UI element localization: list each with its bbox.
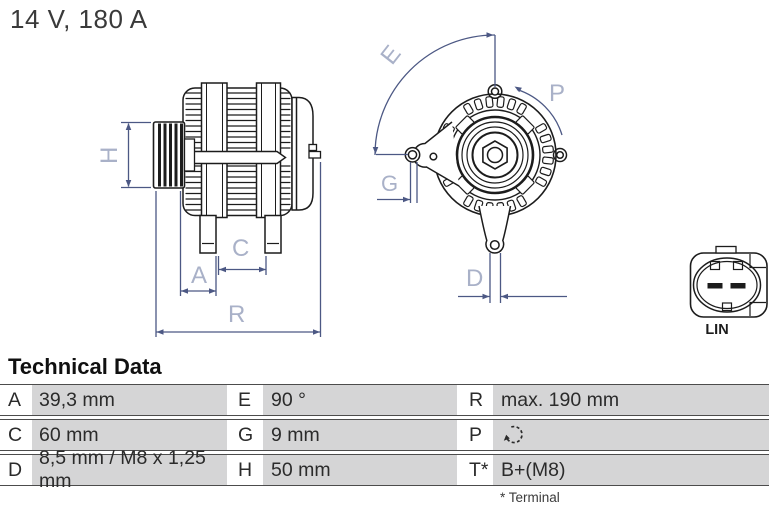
rotation-direction-icon [503, 425, 523, 444]
front-view-dimension-labels: E G P D [375, 40, 565, 292]
rotation-P-arc [516, 88, 563, 136]
right-tab [552, 147, 568, 163]
bottom-mounting-lug [478, 205, 512, 254]
spec-label: G [227, 420, 263, 450]
shaft-band [183, 150, 287, 165]
connector-drawing: LIN [689, 245, 768, 338]
connector-pin [707, 283, 723, 289]
dimension-D-label: D [466, 265, 483, 292]
spec-label: P [457, 420, 493, 450]
top-lug [487, 83, 503, 100]
spec-value: 60 mm [32, 420, 227, 450]
connector-label: LIN [705, 322, 728, 338]
table-row: A 39,3 mm E 90 ° R max. 190 mm [0, 384, 769, 416]
dimension-C-label: C [232, 235, 249, 262]
page-title: 14 V, 180 A [10, 4, 148, 34]
front-view-dimension-arrows [372, 32, 522, 300]
dimension-P-label: P [549, 80, 565, 107]
spec-value: 50 mm [263, 455, 457, 485]
dimension-G-label: G [381, 171, 398, 196]
technical-data-section: Technical Data A 39,3 mm E 90 ° R max. 1… [0, 354, 769, 505]
side-view-dimension-arrows [125, 123, 320, 335]
dimension-A-label: A [191, 262, 207, 289]
dimension-R-label: R [228, 301, 245, 328]
spec-value: 9 mm [263, 420, 457, 450]
spec-value: max. 190 mm [493, 385, 769, 415]
spec-value: B+(M8) [493, 455, 769, 485]
spec-value: 90 ° [263, 385, 457, 415]
spec-label: E [227, 385, 263, 415]
spec-label: H [227, 455, 263, 485]
bolt-bosses [200, 82, 282, 219]
spec-label: R [457, 385, 493, 415]
side-view-dimension-lines [121, 121, 322, 337]
spec-label: T* [457, 455, 493, 485]
spec-label: C [0, 420, 32, 450]
pulley [152, 121, 196, 189]
alternator-side-view [152, 82, 322, 254]
spec-value: 39,3 mm [32, 385, 227, 415]
mounting-feet [199, 214, 282, 254]
left-mounting-lug [404, 121, 460, 187]
alternator-front-view [404, 83, 568, 254]
side-view-dimension-labels: H A C R [96, 147, 249, 328]
table-title: Technical Data [8, 354, 162, 379]
connector-pin [730, 283, 746, 289]
angle-E-arc [374, 34, 496, 156]
spec-label: D [0, 455, 32, 485]
dimension-H-label: H [96, 147, 123, 164]
dimension-E-label: E [375, 40, 406, 69]
spec-value: 8,5 mm / M8 x 1,25 mm [32, 447, 227, 492]
shaft-nut [482, 140, 508, 170]
terminal-footnote: * Terminal [500, 490, 560, 505]
front-view-dimension-lines [374, 34, 567, 303]
technical-drawing: H A C R [96, 32, 768, 338]
connector-top-tab [715, 245, 737, 254]
table-row: C 60 mm G 9 mm P [0, 419, 769, 451]
spec-value [493, 420, 769, 450]
spec-label: A [0, 385, 32, 415]
table-row: D 8,5 mm / M8 x 1,25 mm H 50 mm T* B+(M8… [0, 447, 769, 492]
terminal-stud [308, 143, 322, 159]
